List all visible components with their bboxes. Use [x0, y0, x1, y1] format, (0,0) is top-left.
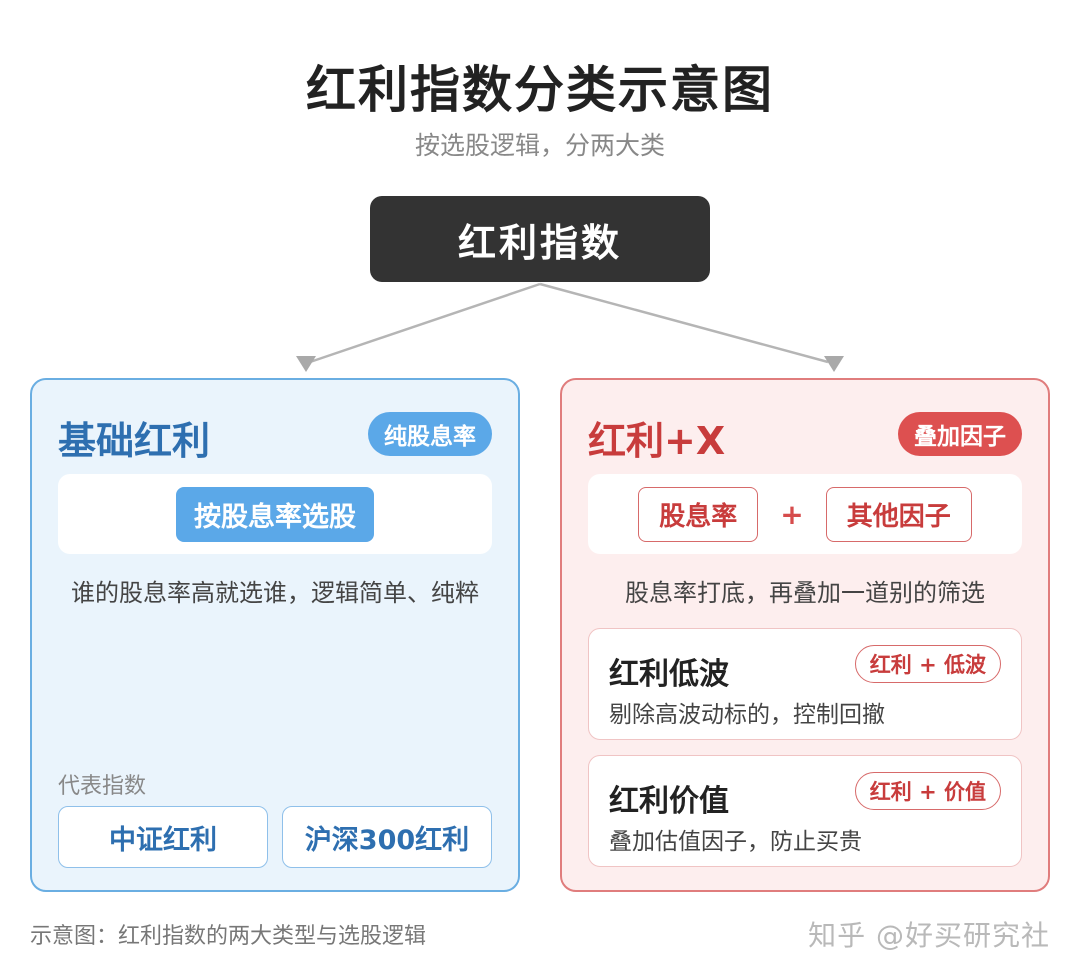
factor-chip-other: 其他因子 — [825, 486, 972, 542]
panel-title: 红利+X — [588, 419, 726, 463]
sub-card-pill: 红利 + 价值 — [854, 772, 1001, 810]
root-node: 红利指数 — [370, 196, 710, 282]
tag-pill: 纯股息率 — [368, 412, 492, 456]
panel-description: 谁的股息率高就选谁，逻辑简单、纯粹 — [71, 579, 479, 607]
panel-description: 股息率打底，再叠加一道别的筛选 — [625, 579, 985, 607]
page-title: 红利指数分类示意图 — [306, 61, 774, 119]
sub-card-title: 红利低波 — [609, 657, 729, 692]
sub-card-low-vol: 红利低波 红利 + 低波 剔除高波动标的，控制回撤 — [588, 628, 1022, 740]
arrowhead-left-icon — [296, 356, 316, 372]
sub-card-value: 红利价值 红利 + 价值 叠加估值因子，防止买贵 — [588, 755, 1022, 867]
connector-left — [309, 282, 541, 364]
factor-chip-dividend: 股息率 — [638, 486, 759, 542]
rep-index-button[interactable]: 中证红利 — [58, 806, 268, 868]
sub-card-desc: 叠加估值因子，防止买贵 — [609, 829, 862, 855]
footer-caption: 示意图：红利指数的两大类型与选股逻辑 — [30, 924, 427, 949]
panel-basic-dividend: 基础红利 纯股息率 按股息率选股 谁的股息率高就选谁，逻辑简单、纯粹 代表指数 … — [30, 378, 520, 892]
arrowhead-right-icon — [824, 356, 844, 372]
panel-title: 基础红利 — [58, 419, 211, 463]
sub-card-pill: 红利 + 低波 — [854, 645, 1001, 683]
rep-index-label: 代表指数 — [58, 774, 147, 799]
connector-right — [539, 282, 829, 364]
method-chip: 按股息率选股 — [176, 486, 374, 542]
page-subtitle: 按选股逻辑，分两大类 — [414, 131, 665, 160]
rep-index-button[interactable]: 沪深300红利 — [282, 806, 492, 868]
method-box: 按股息率选股 — [58, 474, 492, 554]
panel-dividend-plus-x: 红利+X 叠加因子 股息率 + 其他因子 股息率打底，再叠加一道别的筛选 红利低… — [560, 378, 1050, 892]
sub-card-desc: 剔除高波动标的，控制回撤 — [609, 702, 885, 728]
tag-pill: 叠加因子 — [898, 412, 1022, 456]
plus-sign: + — [780, 497, 804, 531]
factor-box: 股息率 + 其他因子 — [588, 474, 1022, 554]
watermark: 知乎 @好买研究社 — [808, 919, 1050, 952]
sub-card-title: 红利价值 — [609, 784, 729, 819]
